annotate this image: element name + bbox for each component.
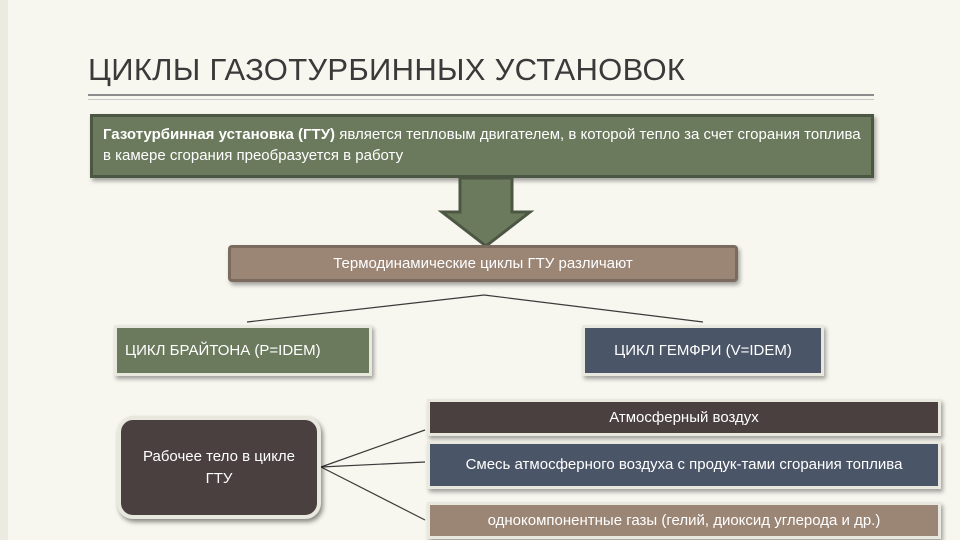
- connector-to-mix: [320, 461, 426, 468]
- option-air-combustion-mix: Смесь атмосферного воздуха с продук-тами…: [427, 441, 941, 489]
- connector-to-gas: [320, 466, 426, 521]
- option-atmospheric-air-label: Атмосферный воздух: [609, 408, 759, 426]
- brayton-cycle-box: ЦИКЛ БРАЙТОНА (P=IDEM): [114, 325, 372, 376]
- humphrey-cycle-label: ЦИКЛ ГЕМФРИ (V=IDEM): [614, 342, 792, 359]
- title-underline-secondary: [88, 99, 874, 100]
- connector-to-brayton: [246, 294, 485, 323]
- slide-left-border: [0, 0, 8, 540]
- working-body-box: Рабочее тело в цикле ГТУ: [117, 416, 321, 519]
- title-underline: [88, 94, 874, 96]
- cycles-heading: Термодинамические циклы ГТУ различают: [333, 255, 633, 272]
- option-monocomponent-gases: однокомпонентные газы (гелий, диоксид уг…: [427, 502, 941, 539]
- option-air-combustion-mix-label: Смесь атмосферного воздуха с продук-тами…: [465, 456, 903, 473]
- definition-box: Газотурбинная установка (ГТУ) является т…: [90, 114, 874, 178]
- slide-title: ЦИКЛЫ ГАЗОТУРБИННЫХ УСТАНОВОК: [88, 52, 686, 87]
- working-body-label: Рабочее тело в цикле ГТУ: [142, 447, 296, 487]
- option-atmospheric-air: Атмосферный воздух: [427, 399, 941, 436]
- cycles-heading-box: Термодинамические циклы ГТУ различают: [228, 245, 738, 282]
- brayton-cycle-label: ЦИКЛ БРАЙТОНА (P=IDEM): [125, 342, 321, 359]
- down-arrow-shape: [437, 176, 535, 248]
- definition-term: Газотурбинная установка (ГТУ): [103, 126, 336, 143]
- connector-to-air: [320, 429, 426, 468]
- connector-to-humphrey: [483, 294, 704, 323]
- definition-text: является тепловым двигателем, в которой …: [103, 126, 861, 164]
- option-monocomponent-gases-label: однокомпонентные газы (гелий, диоксид уг…: [487, 511, 881, 529]
- humphrey-cycle-box: ЦИКЛ ГЕМФРИ (V=IDEM): [582, 325, 824, 376]
